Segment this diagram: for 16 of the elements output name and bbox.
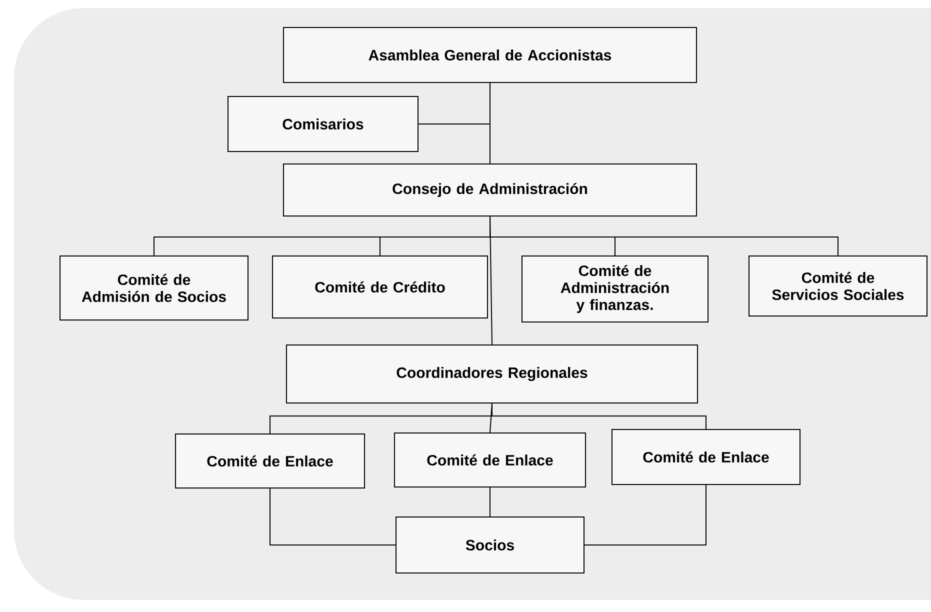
org-box: Socios bbox=[396, 516, 584, 574]
org-box: Comité de Admisión de Socios bbox=[60, 256, 248, 320]
org-box: Coordinadores Regionales bbox=[286, 344, 698, 404]
org-box: Comité de Administración y finanzas. bbox=[522, 256, 708, 322]
connector-line bbox=[490, 216, 492, 345]
org-box: Comisarios bbox=[228, 96, 418, 152]
org-box: Comité de Enlace bbox=[394, 432, 586, 488]
org-box: Comité de Enlace bbox=[612, 429, 800, 485]
org-box: Comité de Crédito bbox=[272, 256, 488, 318]
connector-line bbox=[270, 488, 396, 546]
connector-line bbox=[584, 484, 706, 546]
connector-line bbox=[492, 403, 706, 430]
org-box: Comité de Servicios Sociales bbox=[748, 256, 928, 316]
org-box: Consejo de Administración bbox=[283, 164, 697, 216]
org-box: Comité de Enlace bbox=[175, 434, 365, 488]
org-box: Asamblea General de Accionistas bbox=[283, 27, 697, 83]
